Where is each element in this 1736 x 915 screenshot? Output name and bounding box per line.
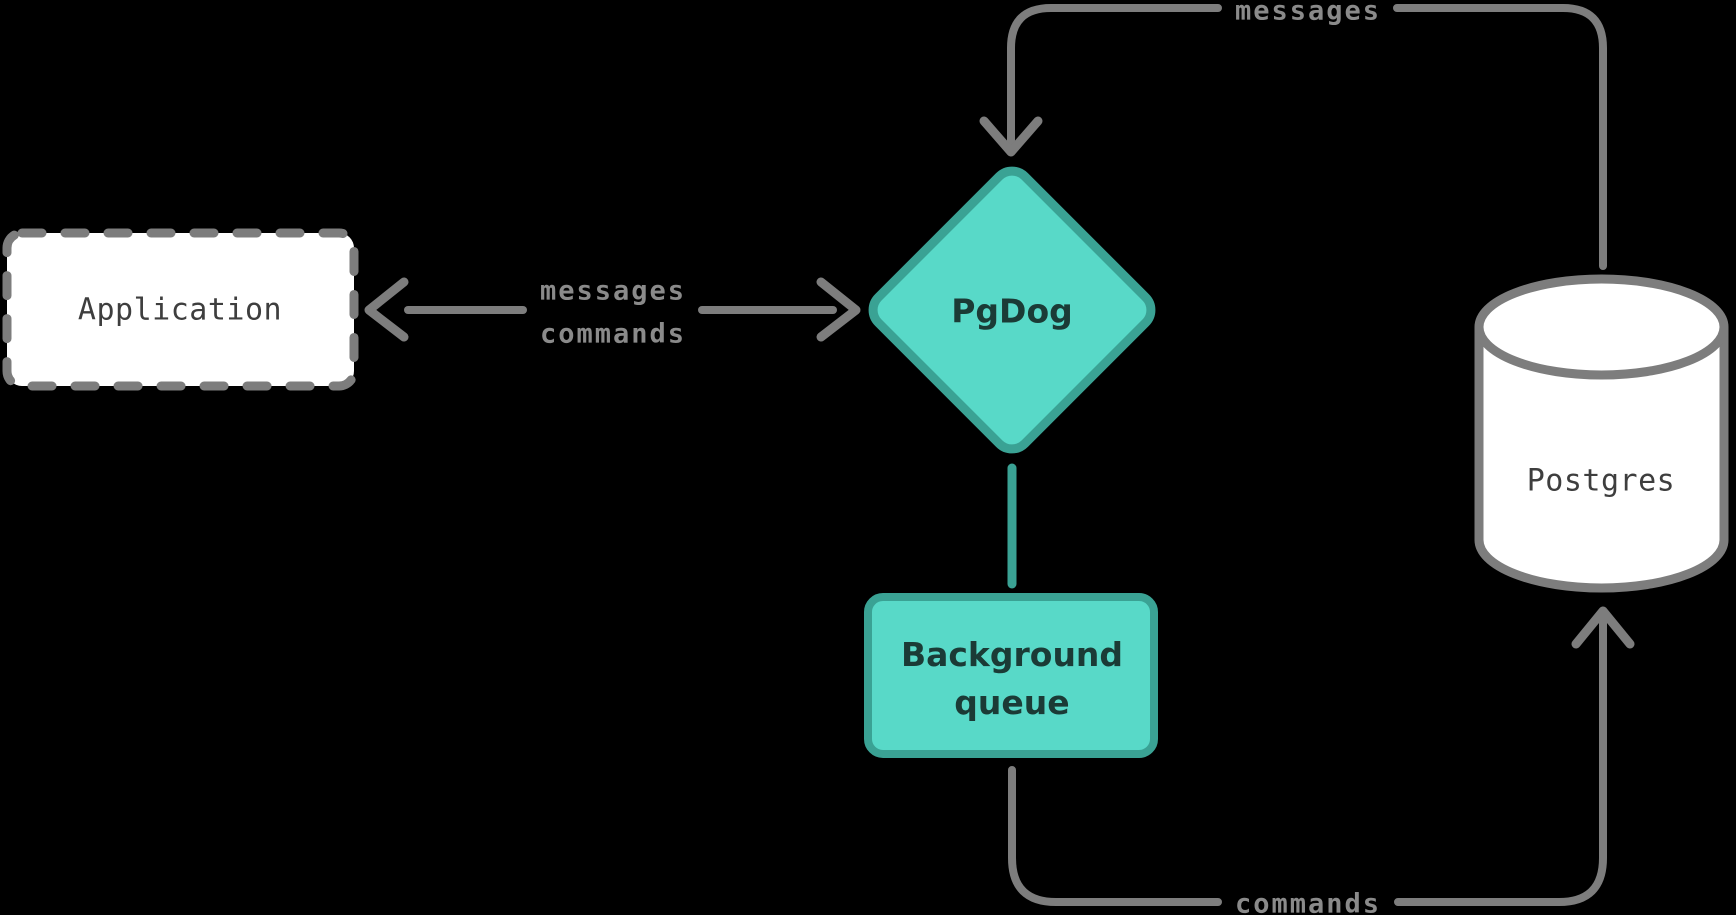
pgdog-label: PgDog	[951, 291, 1073, 331]
edge-label-messages-top: messages	[1234, 0, 1382, 27]
background-queue-label-line1: Background	[900, 635, 1124, 674]
postgres-cylinder-top	[1474, 274, 1729, 380]
edge-queue-postgres-line-right	[1394, 609, 1607, 906]
postgres-label: Postgres	[1526, 463, 1676, 499]
arrowhead-down-icon	[979, 116, 1043, 157]
edge-label-commands-middle: commands	[539, 318, 687, 350]
postgres-node	[1474, 274, 1729, 593]
edge-postgres-pgdog-line-left	[1007, 4, 1222, 153]
edge-label-messages-middle: messages	[539, 275, 687, 307]
edge-postgres-pgdog-line-right	[1393, 4, 1607, 270]
postgres-cylinder-body	[1474, 327, 1729, 593]
background-queue-label-line2: queue	[954, 683, 1070, 722]
background-queue-node	[864, 593, 1158, 758]
edge-queue-postgres-line-left	[1008, 766, 1222, 906]
application-label: Application	[77, 292, 283, 328]
arrowhead-right-icon	[816, 277, 861, 342]
application-node	[2, 228, 359, 391]
arrowhead-left-icon	[364, 277, 409, 342]
arrowhead-up-icon	[1571, 606, 1635, 649]
pgdog-node	[868, 166, 1156, 454]
background-queue-label: Background queue	[901, 631, 1123, 727]
edge-label-commands-bottom: commands	[1234, 888, 1382, 915]
